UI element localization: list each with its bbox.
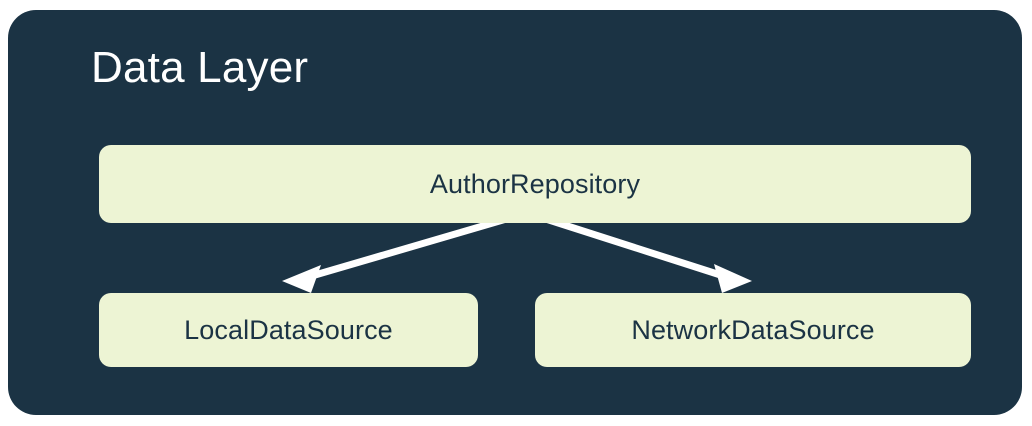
node-label-network-data-source: NetworkDataSource xyxy=(631,315,875,345)
data-layer-panel: Data Layer AuthorRepository LocalDataSou… xyxy=(8,10,1022,415)
page-title: Data Layer xyxy=(91,43,309,92)
edge-repository-to-network xyxy=(525,209,752,293)
node-label-author-repository: AuthorRepository xyxy=(429,169,641,199)
edge-repository-to-local xyxy=(282,209,528,293)
node-local-data-source[interactable]: LocalDataSource xyxy=(99,293,478,367)
node-author-repository[interactable]: AuthorRepository xyxy=(99,145,971,223)
node-label-local-data-source: LocalDataSource xyxy=(184,315,393,345)
node-network-data-source[interactable]: NetworkDataSource xyxy=(535,293,971,367)
